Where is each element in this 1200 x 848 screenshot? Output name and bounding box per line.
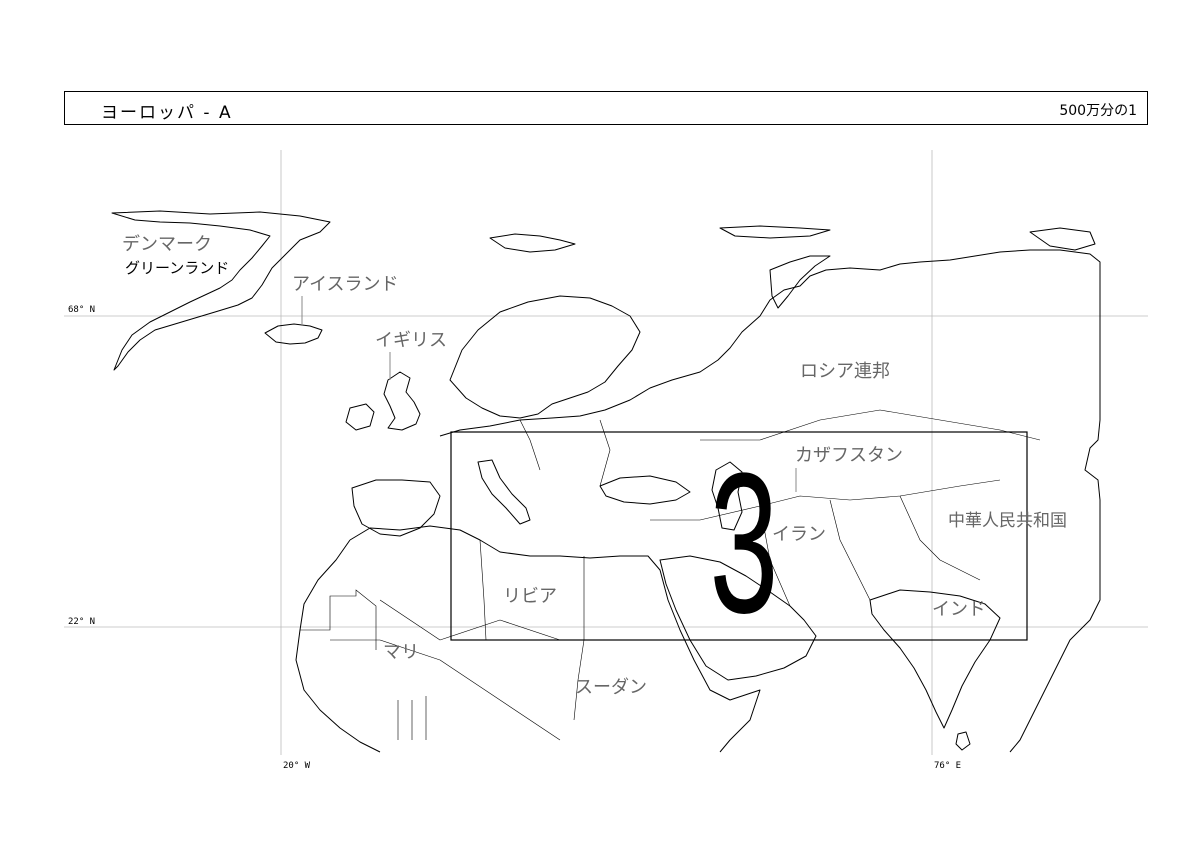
svalbard-outline	[489, 233, 576, 253]
map-title-bar: ヨーロッパ - A 500万分の1	[64, 91, 1148, 125]
graticule	[64, 150, 1148, 755]
iceland-outline	[264, 323, 323, 345]
iceland-label: アイスランド	[292, 274, 399, 295]
severnaya-outline	[1029, 227, 1096, 251]
britain-outline	[383, 371, 421, 431]
black-sea-outline	[599, 475, 691, 505]
map-title: ヨーロッパ - A	[101, 103, 233, 123]
mali-label: マリ	[383, 642, 419, 663]
libya-label: リビア	[503, 586, 557, 607]
scandinavia-outline	[449, 295, 641, 419]
greenland-label: グリーンランド	[125, 259, 229, 277]
denmark-label: デンマーク	[122, 234, 212, 255]
lat-68-label: 68° N	[68, 305, 95, 315]
sheet-number: 3	[710, 432, 779, 656]
india-label: インド	[932, 599, 986, 620]
novaya-zemlya-outline	[769, 255, 831, 309]
lon-76e-label: 76° E	[934, 761, 961, 771]
franz-josef-outline	[719, 225, 831, 239]
west-africa-borders	[300, 589, 427, 740]
greenland-outline	[111, 210, 331, 371]
uk-label: イギリス	[375, 330, 447, 351]
sudan-label: スーダン	[575, 677, 647, 698]
sheet-index-box[interactable]	[450, 431, 1028, 641]
india-outline	[869, 589, 1001, 729]
eurasia-outline	[439, 249, 1101, 753]
borders	[330, 409, 1041, 741]
iran-label: イラン	[772, 524, 826, 545]
russia-label: ロシア連邦	[800, 361, 890, 382]
arabia-outline	[659, 555, 817, 681]
caspian-sea-outline	[711, 461, 743, 531]
china-label: 中華人民共和国	[948, 511, 1067, 531]
iberia-outline	[351, 479, 441, 537]
leader-lines	[301, 296, 797, 492]
sri-lanka-outline	[955, 731, 971, 751]
lat-22-label: 22° N	[68, 617, 95, 627]
africa-outline	[295, 525, 761, 753]
italy-outline	[477, 459, 531, 525]
ireland-outline	[345, 403, 375, 431]
lon-20w-label: 20° W	[283, 761, 311, 771]
map-scale: 500万分の1	[1059, 103, 1137, 119]
land-outlines	[111, 210, 1101, 753]
kazakhstan-label: カザフスタン	[795, 445, 903, 466]
